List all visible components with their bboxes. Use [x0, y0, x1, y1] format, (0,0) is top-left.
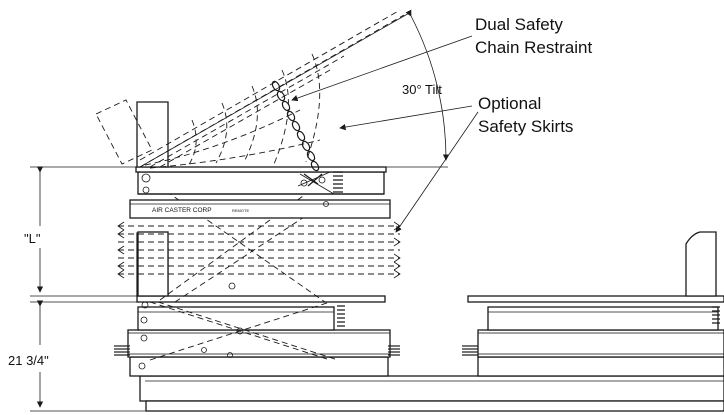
- scissor-lowered: [149, 301, 339, 361]
- safety-chain: [271, 80, 323, 187]
- left-lower-spring: [337, 305, 345, 327]
- left-lower-hatch-right: [388, 345, 400, 356]
- brand-small-label: REMOTE: [232, 208, 249, 213]
- dimension-l: "L": [24, 166, 137, 297]
- raised-platform: AIR CASTER CORP REMOTE: [129, 166, 391, 219]
- tilt-indicator: 30° Tilt: [139, 9, 450, 168]
- left-unit-lowered-deck: [136, 231, 386, 309]
- left-lower-hatch-left: [114, 345, 130, 356]
- callout-leaders: [291, 35, 479, 233]
- dimension-height: 21 3/4": [8, 300, 146, 412]
- callout-optional-line1: Optional: [478, 94, 541, 113]
- brand-label: AIR CASTER CORP: [152, 207, 212, 214]
- dimension-height-label: 21 3/4": [8, 353, 49, 368]
- raised-end-plate: [136, 101, 169, 168]
- left-unit-lower: [114, 305, 400, 377]
- dimension-l-label: "L": [24, 231, 41, 246]
- skirt-lines: [117, 221, 401, 279]
- base-frame: [139, 375, 724, 412]
- tilt-label: 30° Tilt: [402, 82, 442, 97]
- right-unit: [462, 231, 724, 377]
- callout-dual-safety-line2: Chain Restraint: [475, 38, 592, 57]
- right-unit-hatch: [462, 345, 478, 356]
- callout-optional-line2: Safety Skirts: [478, 117, 573, 136]
- callout-dual-safety-line1: Dual Safety: [475, 15, 563, 34]
